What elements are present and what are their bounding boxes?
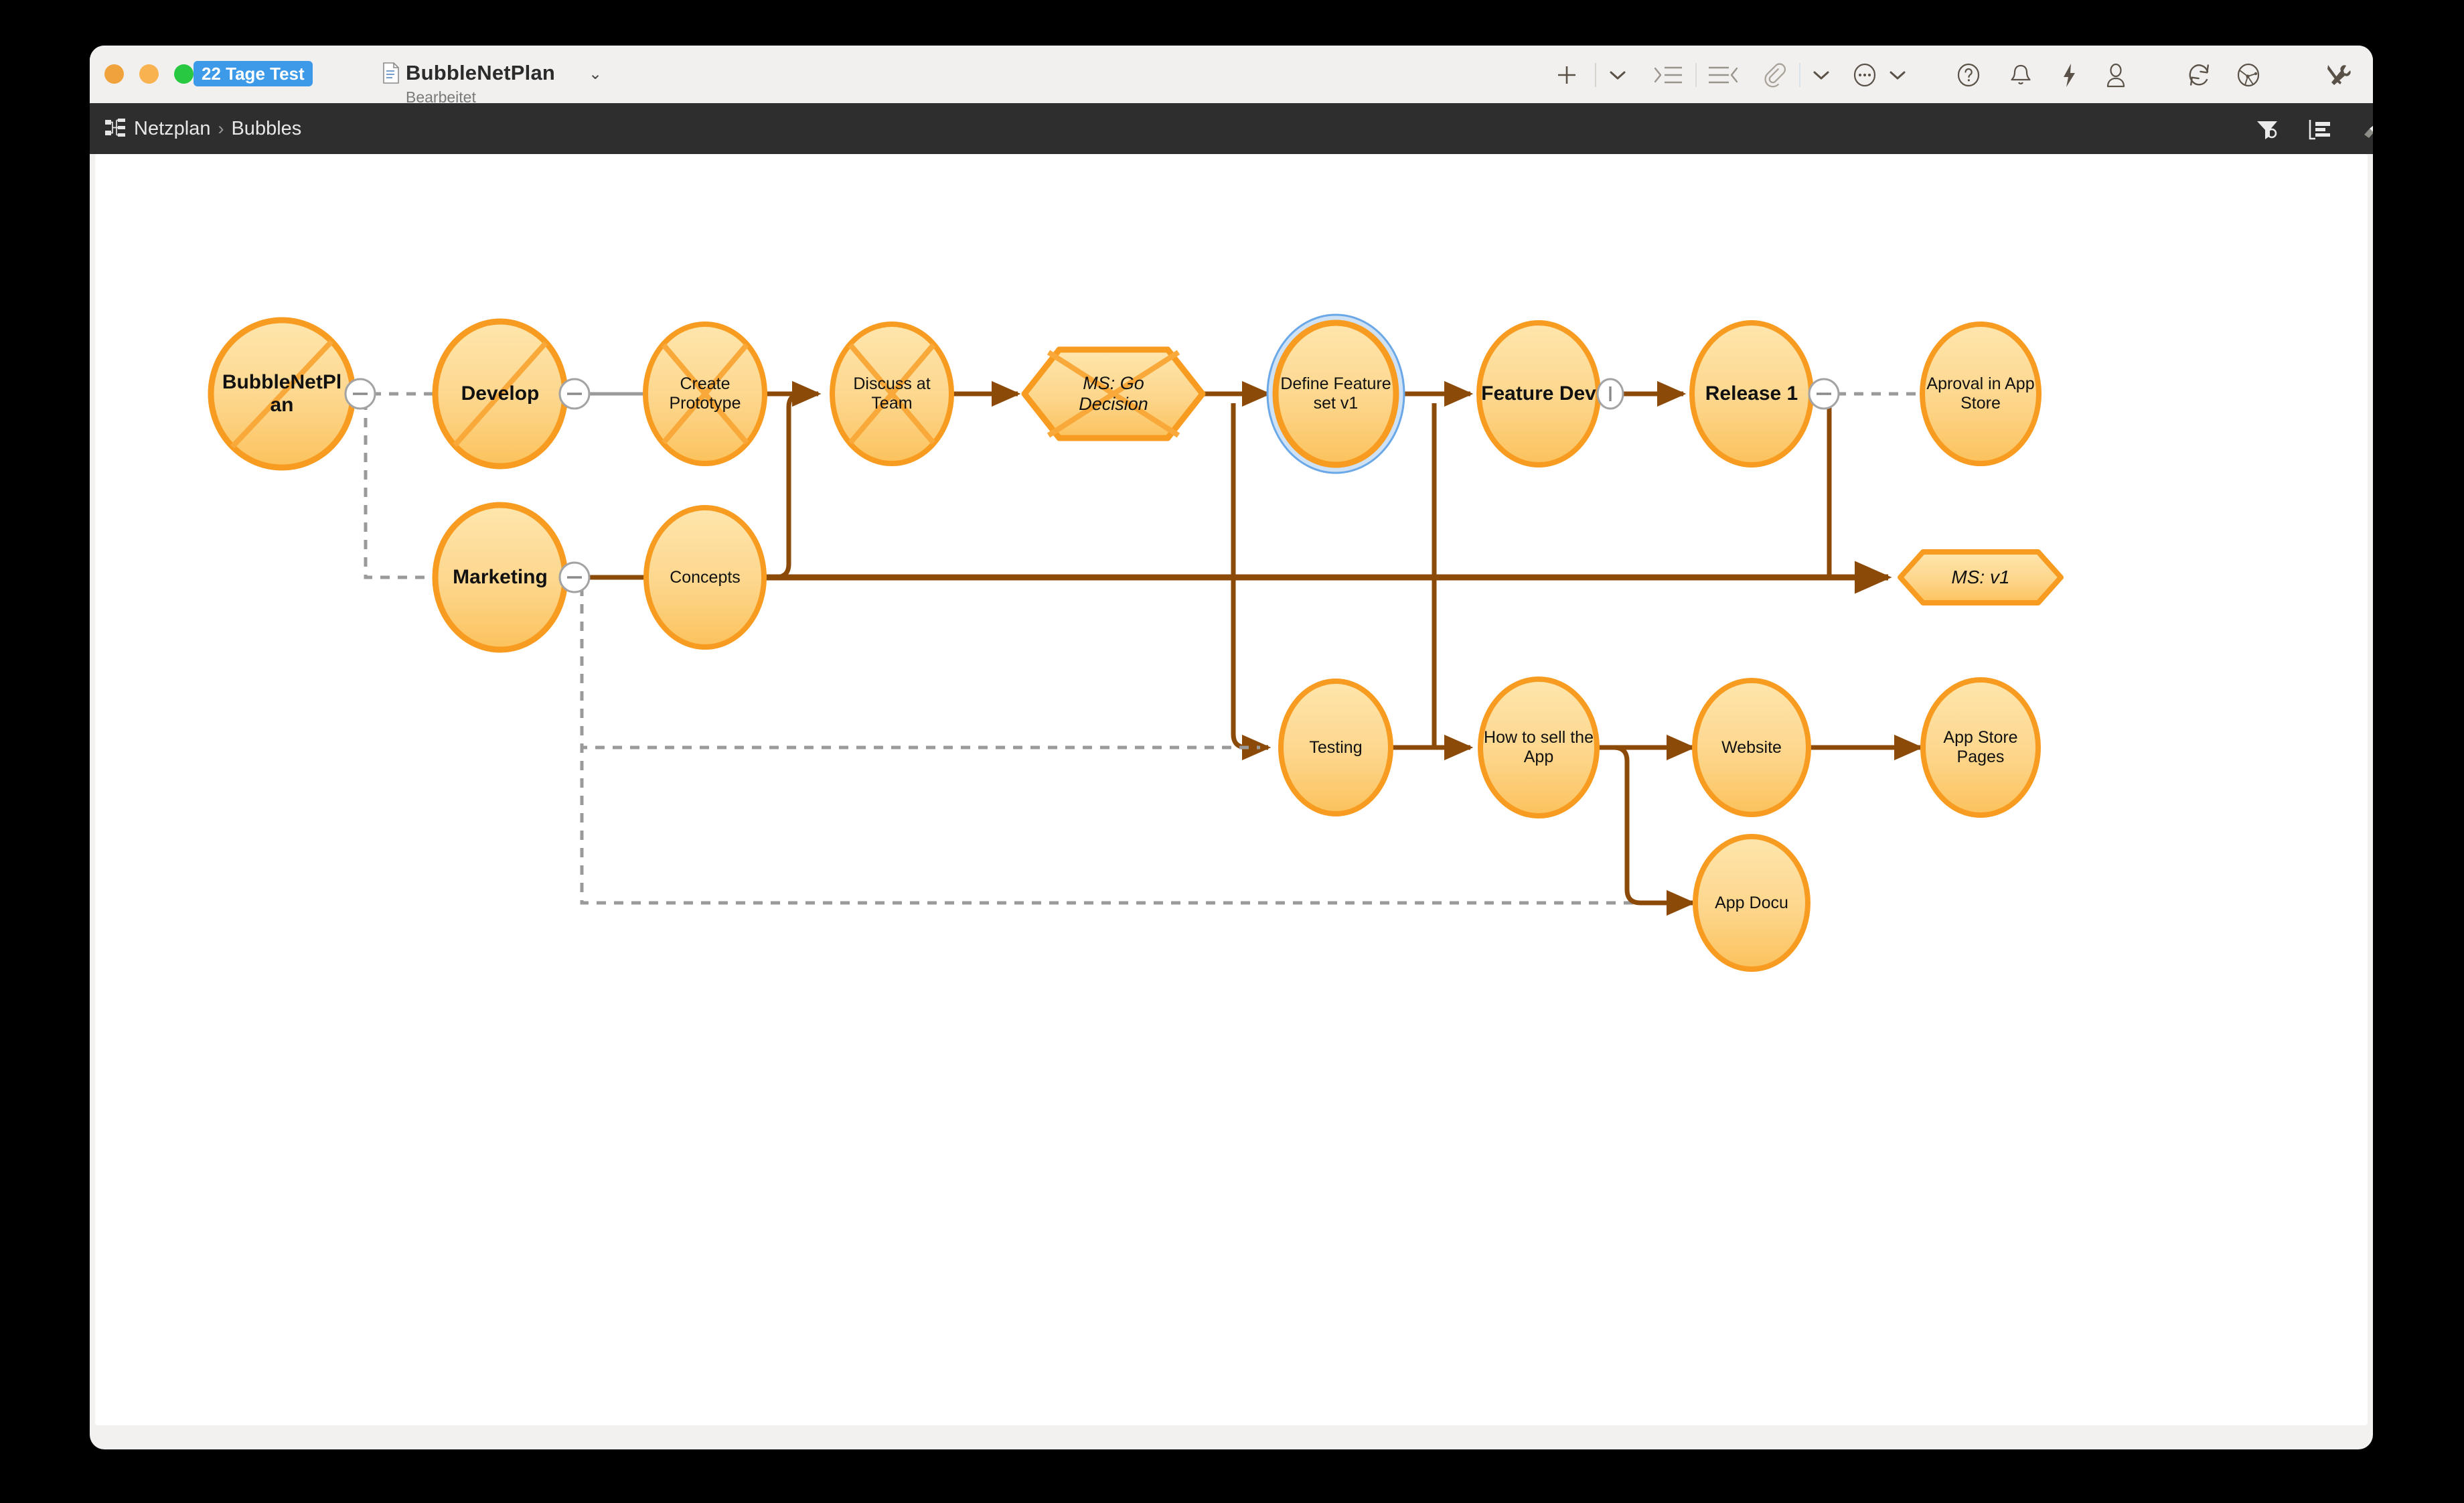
add-button[interactable] <box>1549 59 1584 91</box>
bolt-icon[interactable] <box>2053 59 2085 91</box>
node-website[interactable] <box>1692 678 1811 817</box>
badge-develop[interactable] <box>558 378 591 410</box>
node-create-prototype[interactable] <box>643 321 767 466</box>
edge-concepts-discuss[interactable] <box>764 380 822 580</box>
breadcrumb-separator: › <box>218 119 224 139</box>
app-window: 22 Tage Test BubbleNetPlan ⌄ Bearbeitet <box>90 46 2373 1449</box>
filter-button[interactable] <box>2253 117 2283 140</box>
node-release-1[interactable] <box>1689 320 1814 468</box>
globe-icon[interactable] <box>2231 59 2266 91</box>
breadcrumb-current[interactable]: Bubbles <box>231 118 302 139</box>
toolbar-separator <box>1595 63 1596 87</box>
toolbar-separator <box>1799 63 1800 87</box>
more-dropdown-chevron-down-icon[interactable] <box>1884 59 1911 91</box>
refresh-icon[interactable] <box>2182 59 2217 91</box>
document-chevron-down-icon[interactable]: ⌄ <box>589 65 603 83</box>
panel-bottom-icon[interactable] <box>2372 59 2373 91</box>
person-icon[interactable] <box>2098 59 2133 91</box>
edge-bubblenetplan-marketing[interactable] <box>364 401 433 579</box>
node-testing[interactable] <box>1278 678 1393 816</box>
ellipsis-circle-icon[interactable] <box>1847 59 1882 91</box>
node-bubblenetplan[interactable] <box>208 317 356 471</box>
breadcrumb-bar: Netzplan › Bubbles <box>90 103 2373 154</box>
paintbrush-button[interactable] <box>2359 117 2373 140</box>
zoom-icon[interactable] <box>174 64 194 84</box>
close-icon[interactable] <box>104 64 124 84</box>
breadcrumb-root[interactable]: Netzplan <box>134 118 211 139</box>
node-app-docu[interactable] <box>1693 834 1811 972</box>
node-aproval-in-app-store[interactable] <box>1920 321 2042 466</box>
toolbar-separator <box>1695 63 1697 87</box>
node-marketing[interactable] <box>432 502 568 653</box>
document-status: Bearbeitet <box>406 88 476 106</box>
trial-badge[interactable]: 22 Tage Test <box>194 61 313 86</box>
badge-layer <box>344 378 1840 593</box>
document-icon <box>383 62 399 84</box>
paperclip-icon[interactable] <box>1757 59 1792 91</box>
edge-how-to-sell-app-docu[interactable] <box>1597 745 1696 916</box>
add-dropdown-chevron-down-icon[interactable] <box>1604 59 1631 91</box>
breadcrumb: Netzplan › Bubbles <box>134 118 301 140</box>
bell-icon[interactable] <box>2003 59 2038 91</box>
node-feature-dev[interactable] <box>1476 320 1601 468</box>
node-layer <box>208 313 2064 972</box>
diagram-canvas[interactable]: Develop --> Marketing (elbow down) --> <box>95 154 2368 1425</box>
badge-marketing[interactable] <box>558 561 591 593</box>
network-diagram-icon <box>105 119 125 137</box>
window-controls[interactable] <box>104 64 194 84</box>
badge-release-1[interactable] <box>1808 378 1840 410</box>
badge-bubblenetplan[interactable] <box>344 378 376 410</box>
indent-right-icon[interactable] <box>1650 59 1687 91</box>
node-how-to-sell-the-app[interactable] <box>1478 676 1600 818</box>
node-ms-go-decision[interactable] <box>1021 346 1206 441</box>
connector-layer: Develop --> Marketing (elbow down) --> <box>364 380 1924 916</box>
node-discuss-at-team[interactable] <box>830 321 954 466</box>
outline-button[interactable] <box>2306 117 2335 140</box>
node-ms-v1[interactable] <box>1898 549 2064 605</box>
link-dropdown-chevron-down-icon[interactable] <box>1808 59 1835 91</box>
title-bar: 22 Tage Test BubbleNetPlan ⌄ Bearbeitet <box>90 46 2373 106</box>
tools-icon[interactable] <box>2319 59 2356 91</box>
network-plan-graphic: Develop --> Marketing (elbow down) --> <box>208 313 2064 972</box>
indent-left-icon[interactable] <box>1703 59 1741 91</box>
node-app-store-pages[interactable] <box>1920 677 2041 818</box>
node-concepts[interactable] <box>643 505 767 650</box>
edge-marketing-app-docu[interactable] <box>580 587 1677 905</box>
question-circle-icon[interactable] <box>1951 59 1986 91</box>
minimize-icon[interactable] <box>139 64 159 84</box>
node-develop[interactable] <box>432 318 568 470</box>
node-define-feature-set-v1[interactable] <box>1272 319 1399 468</box>
document-title[interactable]: BubbleNetPlan <box>406 61 556 84</box>
badge-feature-dev[interactable] <box>1596 378 1624 410</box>
